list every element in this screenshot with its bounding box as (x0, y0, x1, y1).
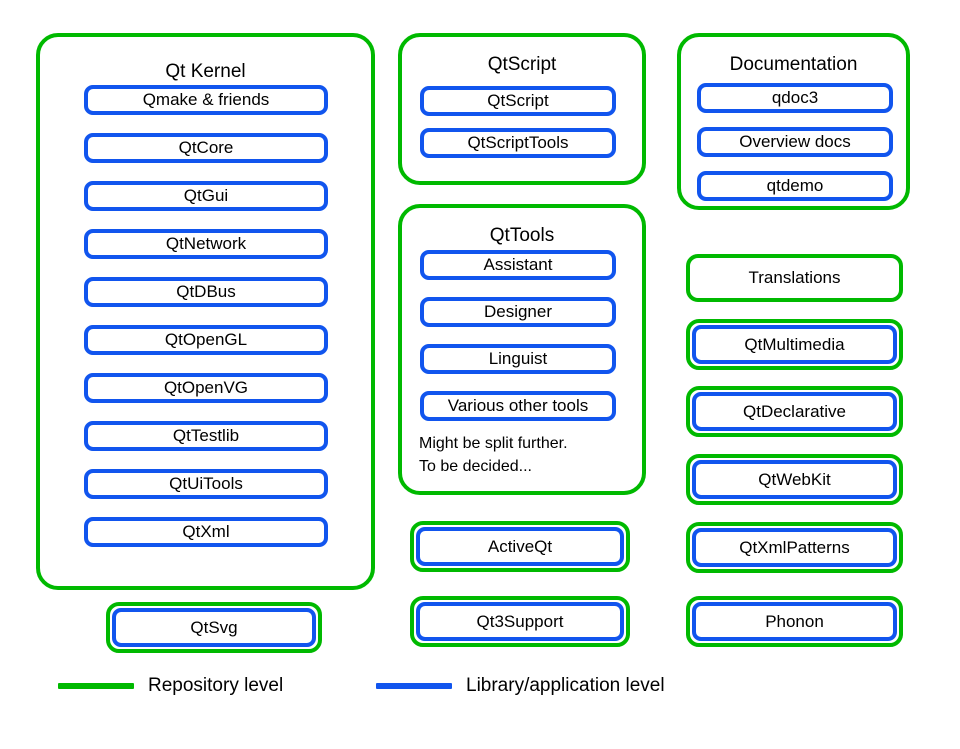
module-qtgui[interactable]: QtGui (84, 181, 328, 211)
module-qt3support[interactable]: Qt3Support (410, 596, 630, 647)
module-linguist[interactable]: Linguist (420, 344, 616, 374)
module-qtmultimedia-label: QtMultimedia (692, 325, 897, 364)
module-qtmultimedia[interactable]: QtMultimedia (686, 319, 903, 370)
module-qtopengl[interactable]: QtOpenGL (84, 325, 328, 355)
module-qtdeclarative-label: QtDeclarative (692, 392, 897, 431)
module-designer[interactable]: Designer (420, 297, 616, 327)
module-overview-docs[interactable]: Overview docs (697, 127, 893, 157)
legend-swatch-repository (58, 683, 134, 689)
module-phonon-label: Phonon (692, 602, 897, 641)
module-qtopenvg[interactable]: QtOpenVG (84, 373, 328, 403)
module-qtxmlpatterns-label: QtXmlPatterns (692, 528, 897, 567)
module-qtdemo[interactable]: qtdemo (697, 171, 893, 201)
module-qtscript[interactable]: QtScript (420, 86, 616, 116)
module-qtuitools[interactable]: QtUiTools (84, 469, 328, 499)
module-qtwebkit[interactable]: QtWebKit (686, 454, 903, 505)
module-qtsvg[interactable]: QtSvg (106, 602, 322, 653)
module-qtscripttools[interactable]: QtScriptTools (420, 128, 616, 158)
module-qtdeclarative[interactable]: QtDeclarative (686, 386, 903, 437)
group-title-qttools: QtTools (489, 225, 555, 246)
module-qtxmlpatterns[interactable]: QtXmlPatterns (686, 522, 903, 573)
module-qmake-and-friends[interactable]: Qmake & friends (84, 85, 328, 115)
group-title-documentation: Documentation (729, 54, 858, 75)
group-title-qt-kernel: Qt Kernel (165, 61, 246, 82)
module-qtdbus[interactable]: QtDBus (84, 277, 328, 307)
module-various-other-tools[interactable]: Various other tools (420, 391, 616, 421)
module-qtsvg-label: QtSvg (112, 608, 316, 647)
group-qt-kernel[interactable]: Qt Kernel (36, 33, 375, 590)
legend-label-library: Library/application level (466, 675, 665, 696)
legend-swatch-library (376, 683, 452, 689)
qttools-note: Might be split further. To be decided... (419, 435, 568, 475)
legend-label-repository: Repository level (148, 675, 284, 696)
module-qttestlib[interactable]: QtTestlib (84, 421, 328, 451)
module-activeqt-label: ActiveQt (416, 527, 624, 566)
module-qtxml[interactable]: QtXml (84, 517, 328, 547)
module-assistant[interactable]: Assistant (420, 250, 616, 280)
module-qtwebkit-label: QtWebKit (692, 460, 897, 499)
module-qdoc3[interactable]: qdoc3 (697, 83, 893, 113)
module-activeqt[interactable]: ActiveQt (410, 521, 630, 572)
group-title-qtscript: QtScript (487, 54, 557, 75)
module-translations[interactable]: Translations (686, 254, 903, 302)
module-qtcore[interactable]: QtCore (84, 133, 328, 163)
module-qtnetwork[interactable]: QtNetwork (84, 229, 328, 259)
module-phonon[interactable]: Phonon (686, 596, 903, 647)
module-qt3support-label: Qt3Support (416, 602, 624, 641)
